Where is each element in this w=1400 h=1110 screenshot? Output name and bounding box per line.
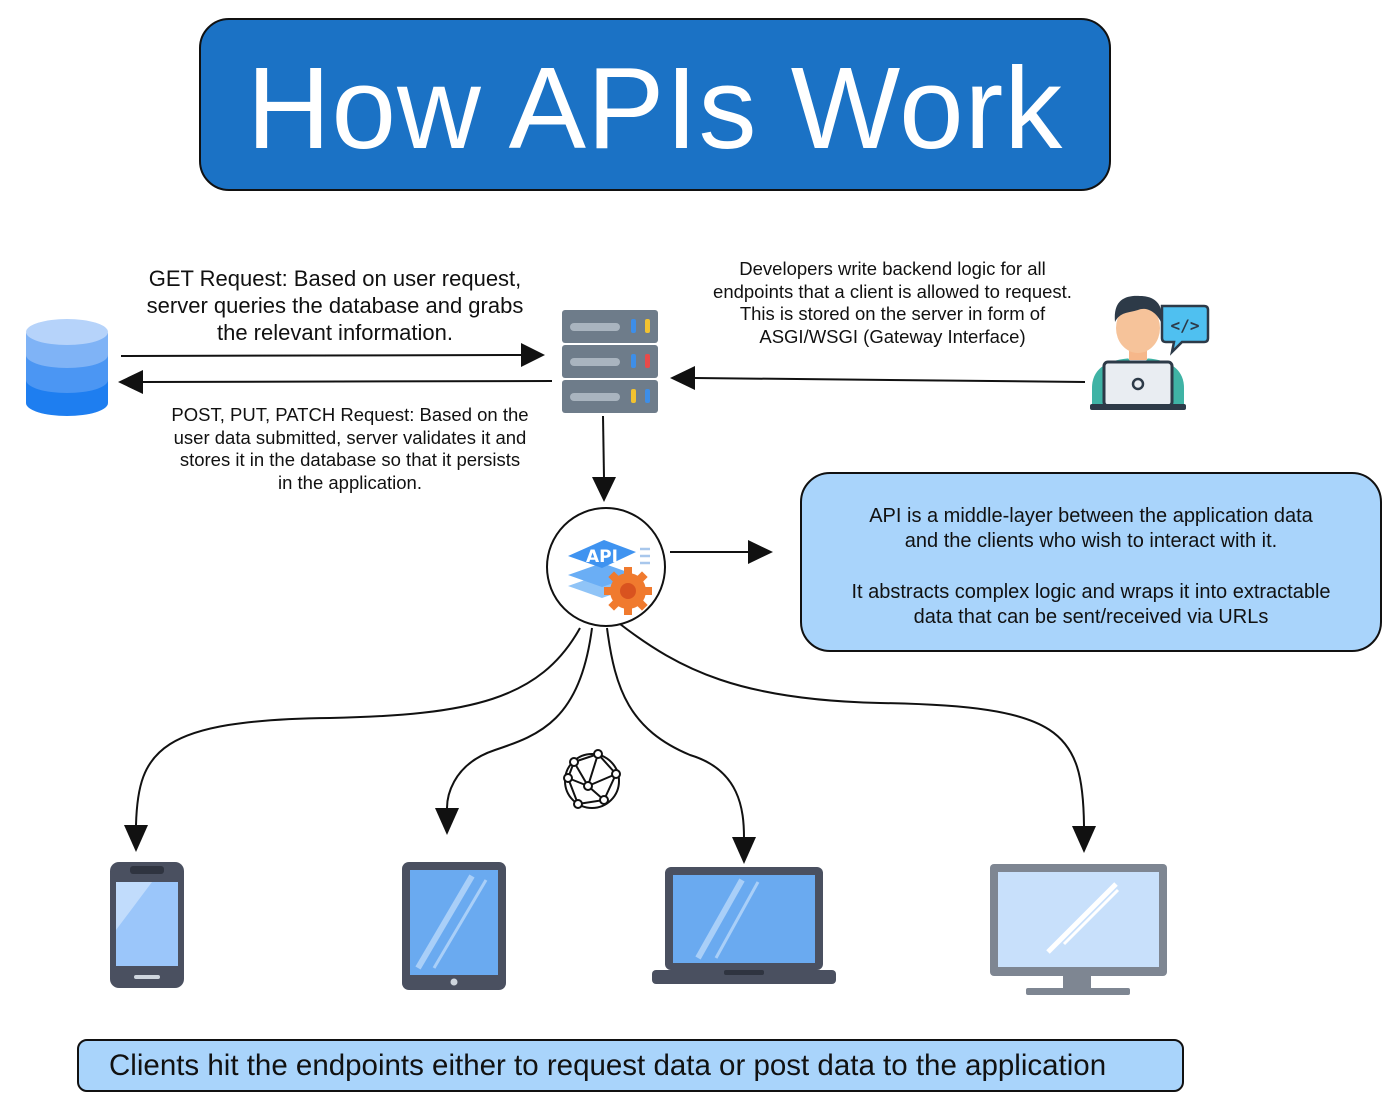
api-to-phone-arrowhead <box>124 825 148 852</box>
api-to-laptop-arrowhead <box>732 837 756 864</box>
tablet-icon <box>402 862 506 990</box>
api-to-tablet-arrowhead <box>435 808 459 835</box>
api-to-tablet-connector <box>446 627 593 809</box>
title-banner: How APIs Work <box>199 18 1111 191</box>
globe-network-icon <box>563 749 621 809</box>
page-title: How APIs Work <box>246 42 1064 173</box>
developer-line: Developers write backend logic for all <box>739 258 1046 279</box>
api-to-desktop-arrowhead <box>1072 826 1096 853</box>
post-request-description: POST, PUT, PATCH Request: Based on the u… <box>140 404 560 494</box>
api-info-line: API is a middle-layer between the applic… <box>869 505 1313 527</box>
server-to-db-arrow <box>141 380 553 383</box>
api-info-box: API is a middle-layer between the applic… <box>800 472 1382 652</box>
developer-to-server-arrowhead <box>670 366 695 390</box>
post-request-line: in the application. <box>278 471 422 493</box>
clients-caption: Clients hit the endpoints either to requ… <box>109 1048 1107 1082</box>
get-request-line: GET Request: Based on user request, <box>148 266 522 291</box>
developer-line: This is stored on the server in form of <box>739 303 1046 325</box>
developer-description: Developers write backend logic for all e… <box>670 258 1115 348</box>
post-request-line: POST, PUT, PATCH Request: Based on the <box>171 404 529 425</box>
db-to-server-arrow <box>120 354 523 357</box>
connector-arrows <box>118 343 1096 864</box>
api-label: API <box>586 547 618 567</box>
api-to-info-arrowhead <box>748 540 773 564</box>
api-icon: API <box>546 507 666 627</box>
developer-to-server-arrow <box>694 377 1086 383</box>
server-to-db-arrowhead <box>118 370 143 394</box>
laptop-icon <box>652 867 836 984</box>
get-request-line: server queries the database and grabs <box>146 292 524 318</box>
developer-line: endpoints that a client is allowed to re… <box>713 280 1072 302</box>
developer-code-label: </> <box>1171 316 1200 335</box>
api-info-line: and the clients who wish to interact wit… <box>904 530 1278 552</box>
smartphone-icon <box>110 862 184 988</box>
get-request-description: GET Request: Based on user request, serv… <box>100 266 570 346</box>
api-to-laptop-connector <box>606 627 745 839</box>
post-request-line: user data submitted, server validates it… <box>173 426 527 448</box>
desktop-monitor-icon <box>990 864 1167 995</box>
api-to-phone-connector <box>135 627 581 826</box>
get-request-line: the relevant information. <box>216 319 454 345</box>
server-to-api-arrow <box>602 415 605 479</box>
server-icon <box>562 310 658 413</box>
server-to-api-arrowhead <box>592 477 616 502</box>
clients-caption-box: Clients hit the endpoints either to requ… <box>77 1039 1184 1092</box>
developer-icon: </> <box>1090 295 1210 410</box>
developer-line: ASGI/WSGI (Gateway Interface) <box>759 325 1026 347</box>
db-to-server-arrowhead <box>521 343 545 367</box>
api-to-desktop-connector <box>619 623 1085 827</box>
api-info-line: It abstracts complex logic and wraps it … <box>851 581 1331 603</box>
post-request-line: stores it in the database so that it per… <box>179 449 521 471</box>
api-info-line: data that can be sent/received via URLs <box>913 606 1269 628</box>
database-icon <box>26 319 108 416</box>
